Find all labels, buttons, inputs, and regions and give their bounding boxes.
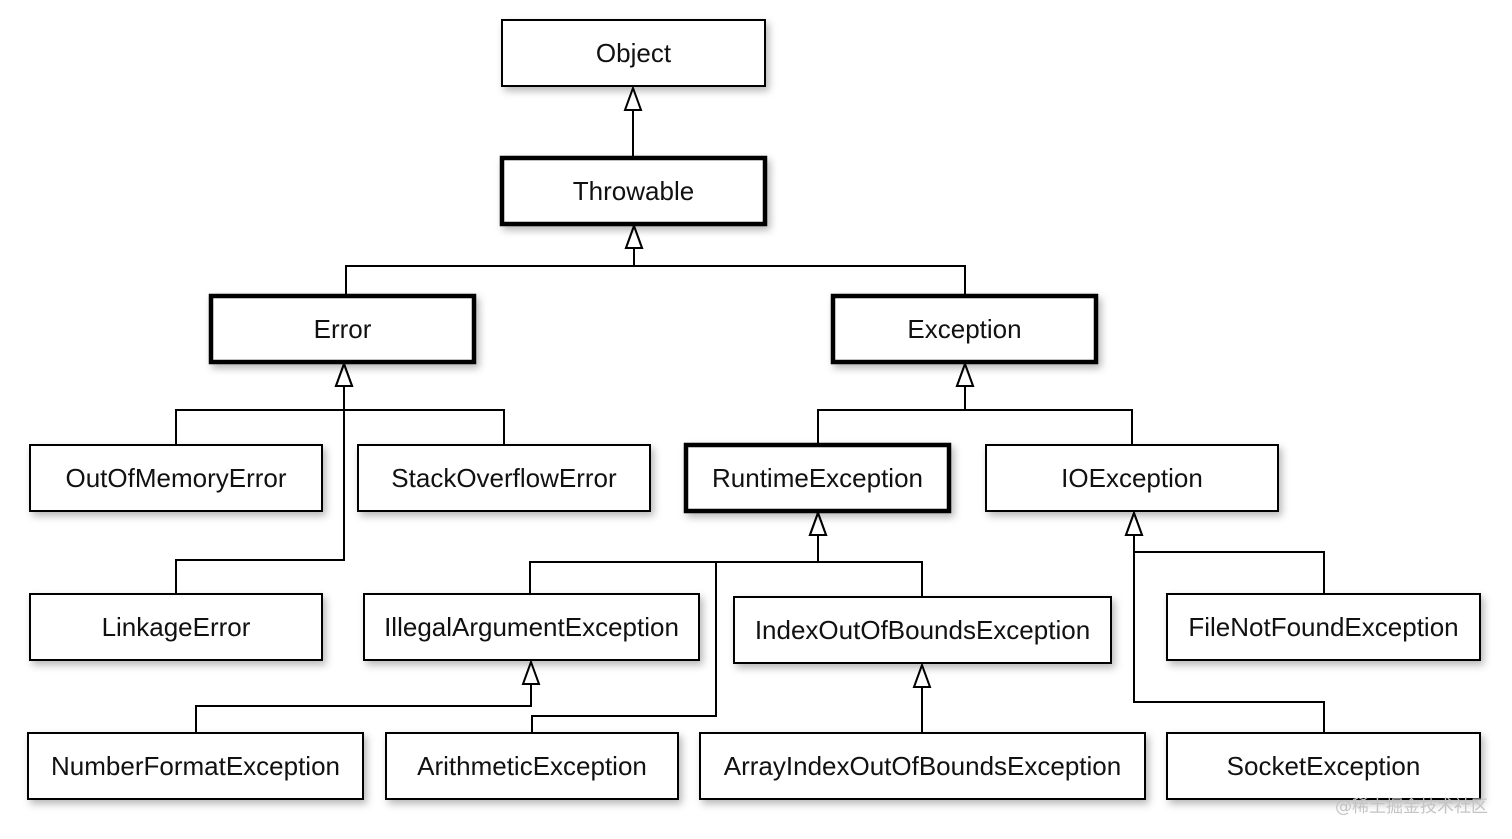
edge-line bbox=[175, 364, 345, 445]
edge-array-index-out-of-bounds-exception-to-index-out-of-bounds-exception bbox=[912, 662, 932, 733]
edge-error-to-throwable bbox=[345, 223, 644, 296]
edge-illegal-argument-exception-to-runtime-exception bbox=[529, 510, 828, 594]
edge-index-out-of-bounds-exception-to-runtime-exception bbox=[808, 510, 923, 597]
class-node-illegal-argument-exception: IllegalArgumentException bbox=[363, 593, 700, 661]
class-label: IllegalArgumentException bbox=[384, 612, 679, 642]
class-box bbox=[733, 596, 1112, 664]
inheritance-arrowhead-icon bbox=[1124, 510, 1144, 536]
class-label: Throwable bbox=[573, 176, 694, 206]
edge-throwable-to-object bbox=[623, 85, 643, 158]
inheritance-arrowhead-icon bbox=[623, 85, 643, 111]
class-node-object: Object bbox=[501, 19, 766, 87]
class-label: RuntimeException bbox=[712, 463, 923, 493]
class-label: SocketException bbox=[1227, 751, 1421, 781]
class-node-array-index-out-of-bounds-exception: ArrayIndexOutOfBoundsException bbox=[699, 732, 1146, 800]
inheritance-arrowhead-icon bbox=[912, 662, 932, 688]
class-box bbox=[29, 593, 323, 661]
class-box bbox=[27, 732, 364, 800]
class-node-linkage-error: LinkageError bbox=[29, 593, 323, 661]
edge-line bbox=[531, 513, 819, 733]
class-label: OutOfMemoryError bbox=[65, 463, 286, 493]
edge-out-of-memory-error-to-error bbox=[175, 361, 354, 445]
class-node-out-of-memory-error: OutOfMemoryError bbox=[29, 444, 323, 512]
inheritance-arrowhead-icon bbox=[521, 659, 541, 685]
class-label: Object bbox=[596, 38, 672, 68]
class-box bbox=[363, 593, 700, 661]
class-node-arithmetic-exception: ArithmeticException bbox=[385, 732, 679, 800]
class-node-socket-exception: SocketException bbox=[1166, 732, 1481, 800]
class-box bbox=[357, 444, 651, 512]
class-label: StackOverflowError bbox=[391, 463, 617, 493]
class-label: IOException bbox=[1061, 463, 1203, 493]
class-node-index-out-of-bounds-exception: IndexOutOfBoundsException bbox=[733, 596, 1112, 664]
edge-socket-exception-to-io-exception bbox=[1124, 510, 1325, 733]
inheritance-arrowhead-icon bbox=[955, 361, 975, 387]
edge-line bbox=[633, 226, 966, 296]
class-box bbox=[699, 732, 1146, 800]
class-box bbox=[499, 155, 768, 227]
edge-linkage-error-to-error bbox=[175, 361, 354, 594]
edge-line bbox=[175, 364, 345, 594]
class-node-exception: Exception bbox=[830, 293, 1099, 365]
edge-line bbox=[529, 513, 819, 594]
edge-io-exception-to-exception bbox=[955, 361, 1133, 445]
class-box bbox=[208, 293, 477, 365]
edge-file-not-found-exception-to-io-exception bbox=[1124, 510, 1325, 594]
edge-stack-overflow-error-to-error bbox=[334, 361, 505, 445]
edge-line bbox=[1133, 513, 1325, 594]
class-label: Exception bbox=[907, 314, 1021, 344]
class-node-stack-overflow-error: StackOverflowError bbox=[357, 444, 651, 512]
inheritance-arrowhead-icon bbox=[808, 510, 828, 536]
class-box bbox=[683, 442, 952, 514]
class-node-io-exception: IOException bbox=[985, 444, 1279, 512]
class-node-throwable: Throwable bbox=[499, 155, 768, 227]
class-label: Error bbox=[314, 314, 372, 344]
class-box bbox=[985, 444, 1279, 512]
edge-exception-to-throwable bbox=[624, 223, 966, 296]
class-node-error: Error bbox=[208, 293, 477, 365]
class-label: IndexOutOfBoundsException bbox=[755, 615, 1090, 645]
edge-line bbox=[964, 364, 1133, 445]
edge-line bbox=[345, 226, 635, 296]
inheritance-arrowhead-icon bbox=[624, 223, 644, 249]
class-node-number-format-exception: NumberFormatException bbox=[27, 732, 364, 800]
edge-line bbox=[343, 364, 505, 445]
class-box bbox=[501, 19, 766, 87]
class-box bbox=[1166, 593, 1481, 661]
edge-line bbox=[817, 364, 966, 445]
edge-line bbox=[817, 513, 923, 597]
class-box bbox=[385, 732, 679, 800]
class-label: ArithmeticException bbox=[417, 751, 647, 781]
class-box bbox=[830, 293, 1099, 365]
inheritance-edges bbox=[175, 85, 1325, 733]
class-label: ArrayIndexOutOfBoundsException bbox=[724, 751, 1121, 781]
class-box bbox=[1166, 732, 1481, 800]
class-label: NumberFormatException bbox=[51, 751, 340, 781]
edge-number-format-exception-to-illegal-argument-exception bbox=[195, 659, 541, 733]
class-box bbox=[29, 444, 323, 512]
edge-arithmetic-exception-to-runtime-exception bbox=[531, 510, 828, 733]
edge-line bbox=[1133, 513, 1325, 733]
class-node-runtime-exception: RuntimeException bbox=[683, 442, 952, 514]
edge-runtime-exception-to-exception bbox=[817, 361, 975, 445]
inheritance-arrowhead-icon bbox=[334, 361, 354, 387]
class-label: FileNotFoundException bbox=[1188, 612, 1458, 642]
edge-line bbox=[195, 662, 532, 733]
class-label: LinkageError bbox=[102, 612, 251, 642]
watermark: @稀土掘金技术社区 bbox=[1335, 797, 1488, 817]
class-node-file-not-found-exception: FileNotFoundException bbox=[1166, 593, 1481, 661]
